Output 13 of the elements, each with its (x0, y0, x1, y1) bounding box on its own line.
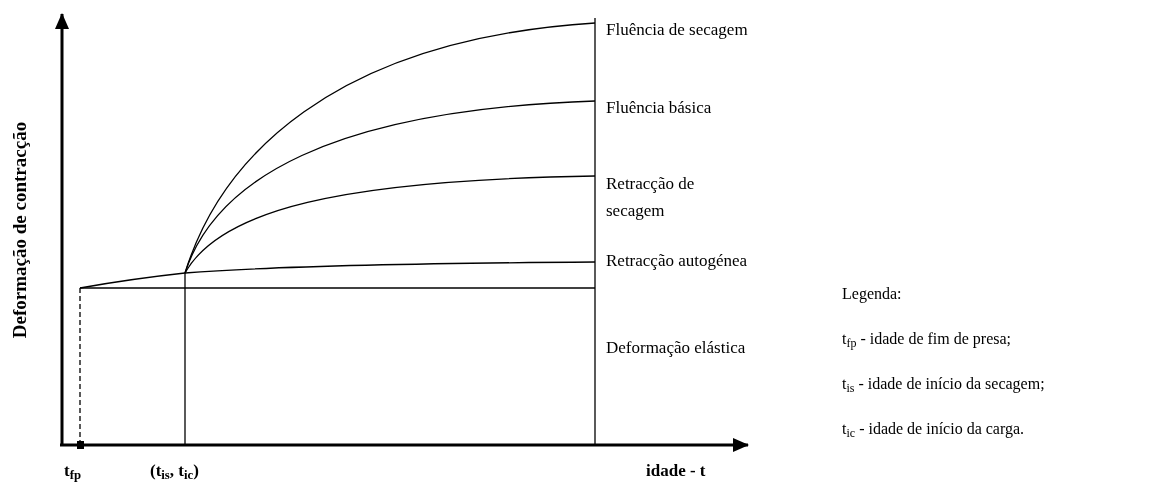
legend-note: t$_{is}$ - idade de início da secagem; (842, 374, 1045, 396)
curve-label: Fluência básica (606, 97, 713, 119)
axis-title: Deformação de contracção (7, 121, 31, 339)
legend-title: Legenda: (842, 284, 902, 305)
legend-note: t$_{ic}$ - idade de início da carga. (842, 419, 1025, 441)
curve-label: Fluência de secagem (606, 19, 749, 41)
axis-title: idade - t (646, 460, 706, 482)
tick-label: (t$_{is}$, t$_{ic}$) (150, 460, 199, 484)
legend-note: t$_{fp}$ - idade de fim de presa; (842, 329, 1012, 351)
tick-label: t$_{fp}$ (64, 460, 81, 484)
curve-label: Retracção de secagem (606, 173, 696, 222)
region-label: Deformação elástica (606, 337, 747, 359)
curve-label: Retracção autogénea (606, 250, 749, 272)
